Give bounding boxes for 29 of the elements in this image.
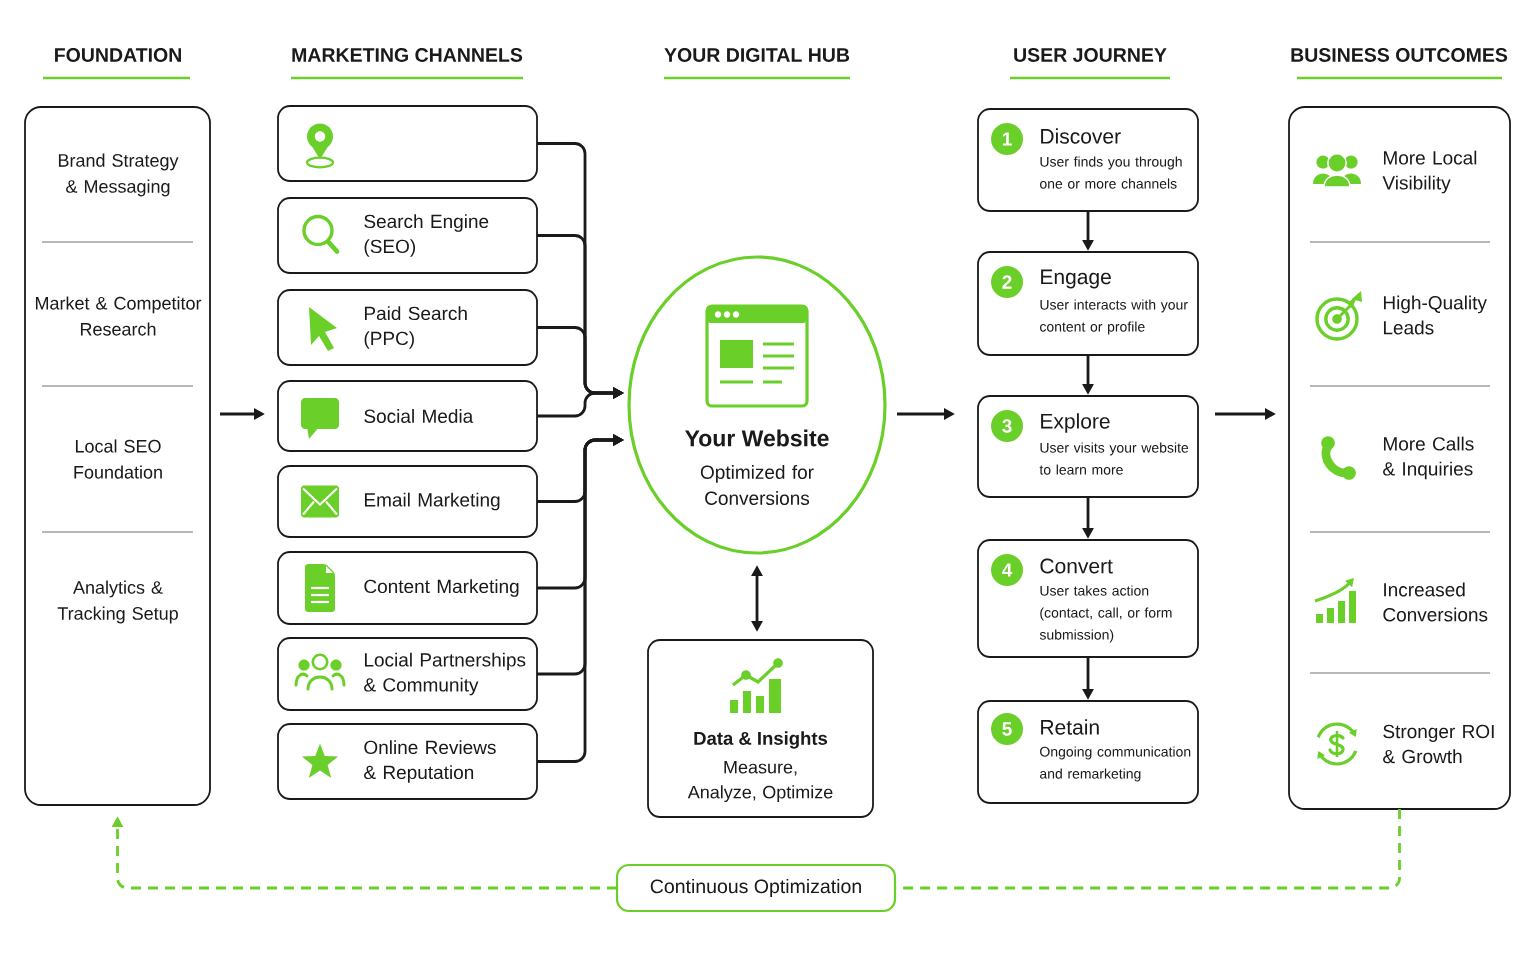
data-box: Data & Insights Measure, Analyze, Optimize: [647, 639, 874, 818]
label-box: Continuous Optimization: [615, 863, 897, 913]
item-label: Increased Conversions: [1383, 582, 1488, 622]
number-badge: 3: [991, 410, 1023, 442]
item-label: More Calls & Inquiries: [1383, 436, 1474, 480]
column-heading: MARKETING CHANNELS: [292, 48, 523, 62]
connector-line: [895, 809, 1401, 890]
channel-box: Paid Search (PPC): [277, 289, 538, 366]
column-heading: YOUR DIGITAL HUB: [664, 48, 850, 62]
item-label: Market & Competitor Research: [35, 296, 202, 336]
number-badge: 2: [991, 266, 1023, 298]
item-label: Local SEO Foundation: [74, 439, 162, 479]
channel-box: Online Reviews & Reputation: [277, 723, 538, 800]
number-badge: 1: [991, 123, 1023, 155]
channel-box: Locial Partnerships & Community: [277, 637, 538, 711]
item-label: Analytics & Tracking Setup: [57, 580, 178, 624]
number-badge: 4: [991, 554, 1023, 586]
column-heading: BUSINESS OUTCOMES: [1291, 48, 1508, 62]
item-label: Brand Strategy & Messaging: [58, 153, 179, 197]
column-heading: USER JOURNEY: [1014, 48, 1167, 62]
number-badge: 5: [991, 713, 1023, 745]
item-label: More Local Visibility: [1382, 150, 1477, 194]
item-label: High-Quality Leads: [1384, 295, 1487, 335]
column-heading: FOUNDATION: [55, 48, 181, 62]
channel-box: Social Media: [277, 380, 538, 452]
channel-box: Email Marketing: [277, 465, 538, 538]
channel-box: Search Engine (SEO): [277, 197, 538, 274]
channel-box: Content Marketing: [277, 551, 538, 625]
item-label: Stronger ROI & Growth: [1383, 724, 1494, 764]
